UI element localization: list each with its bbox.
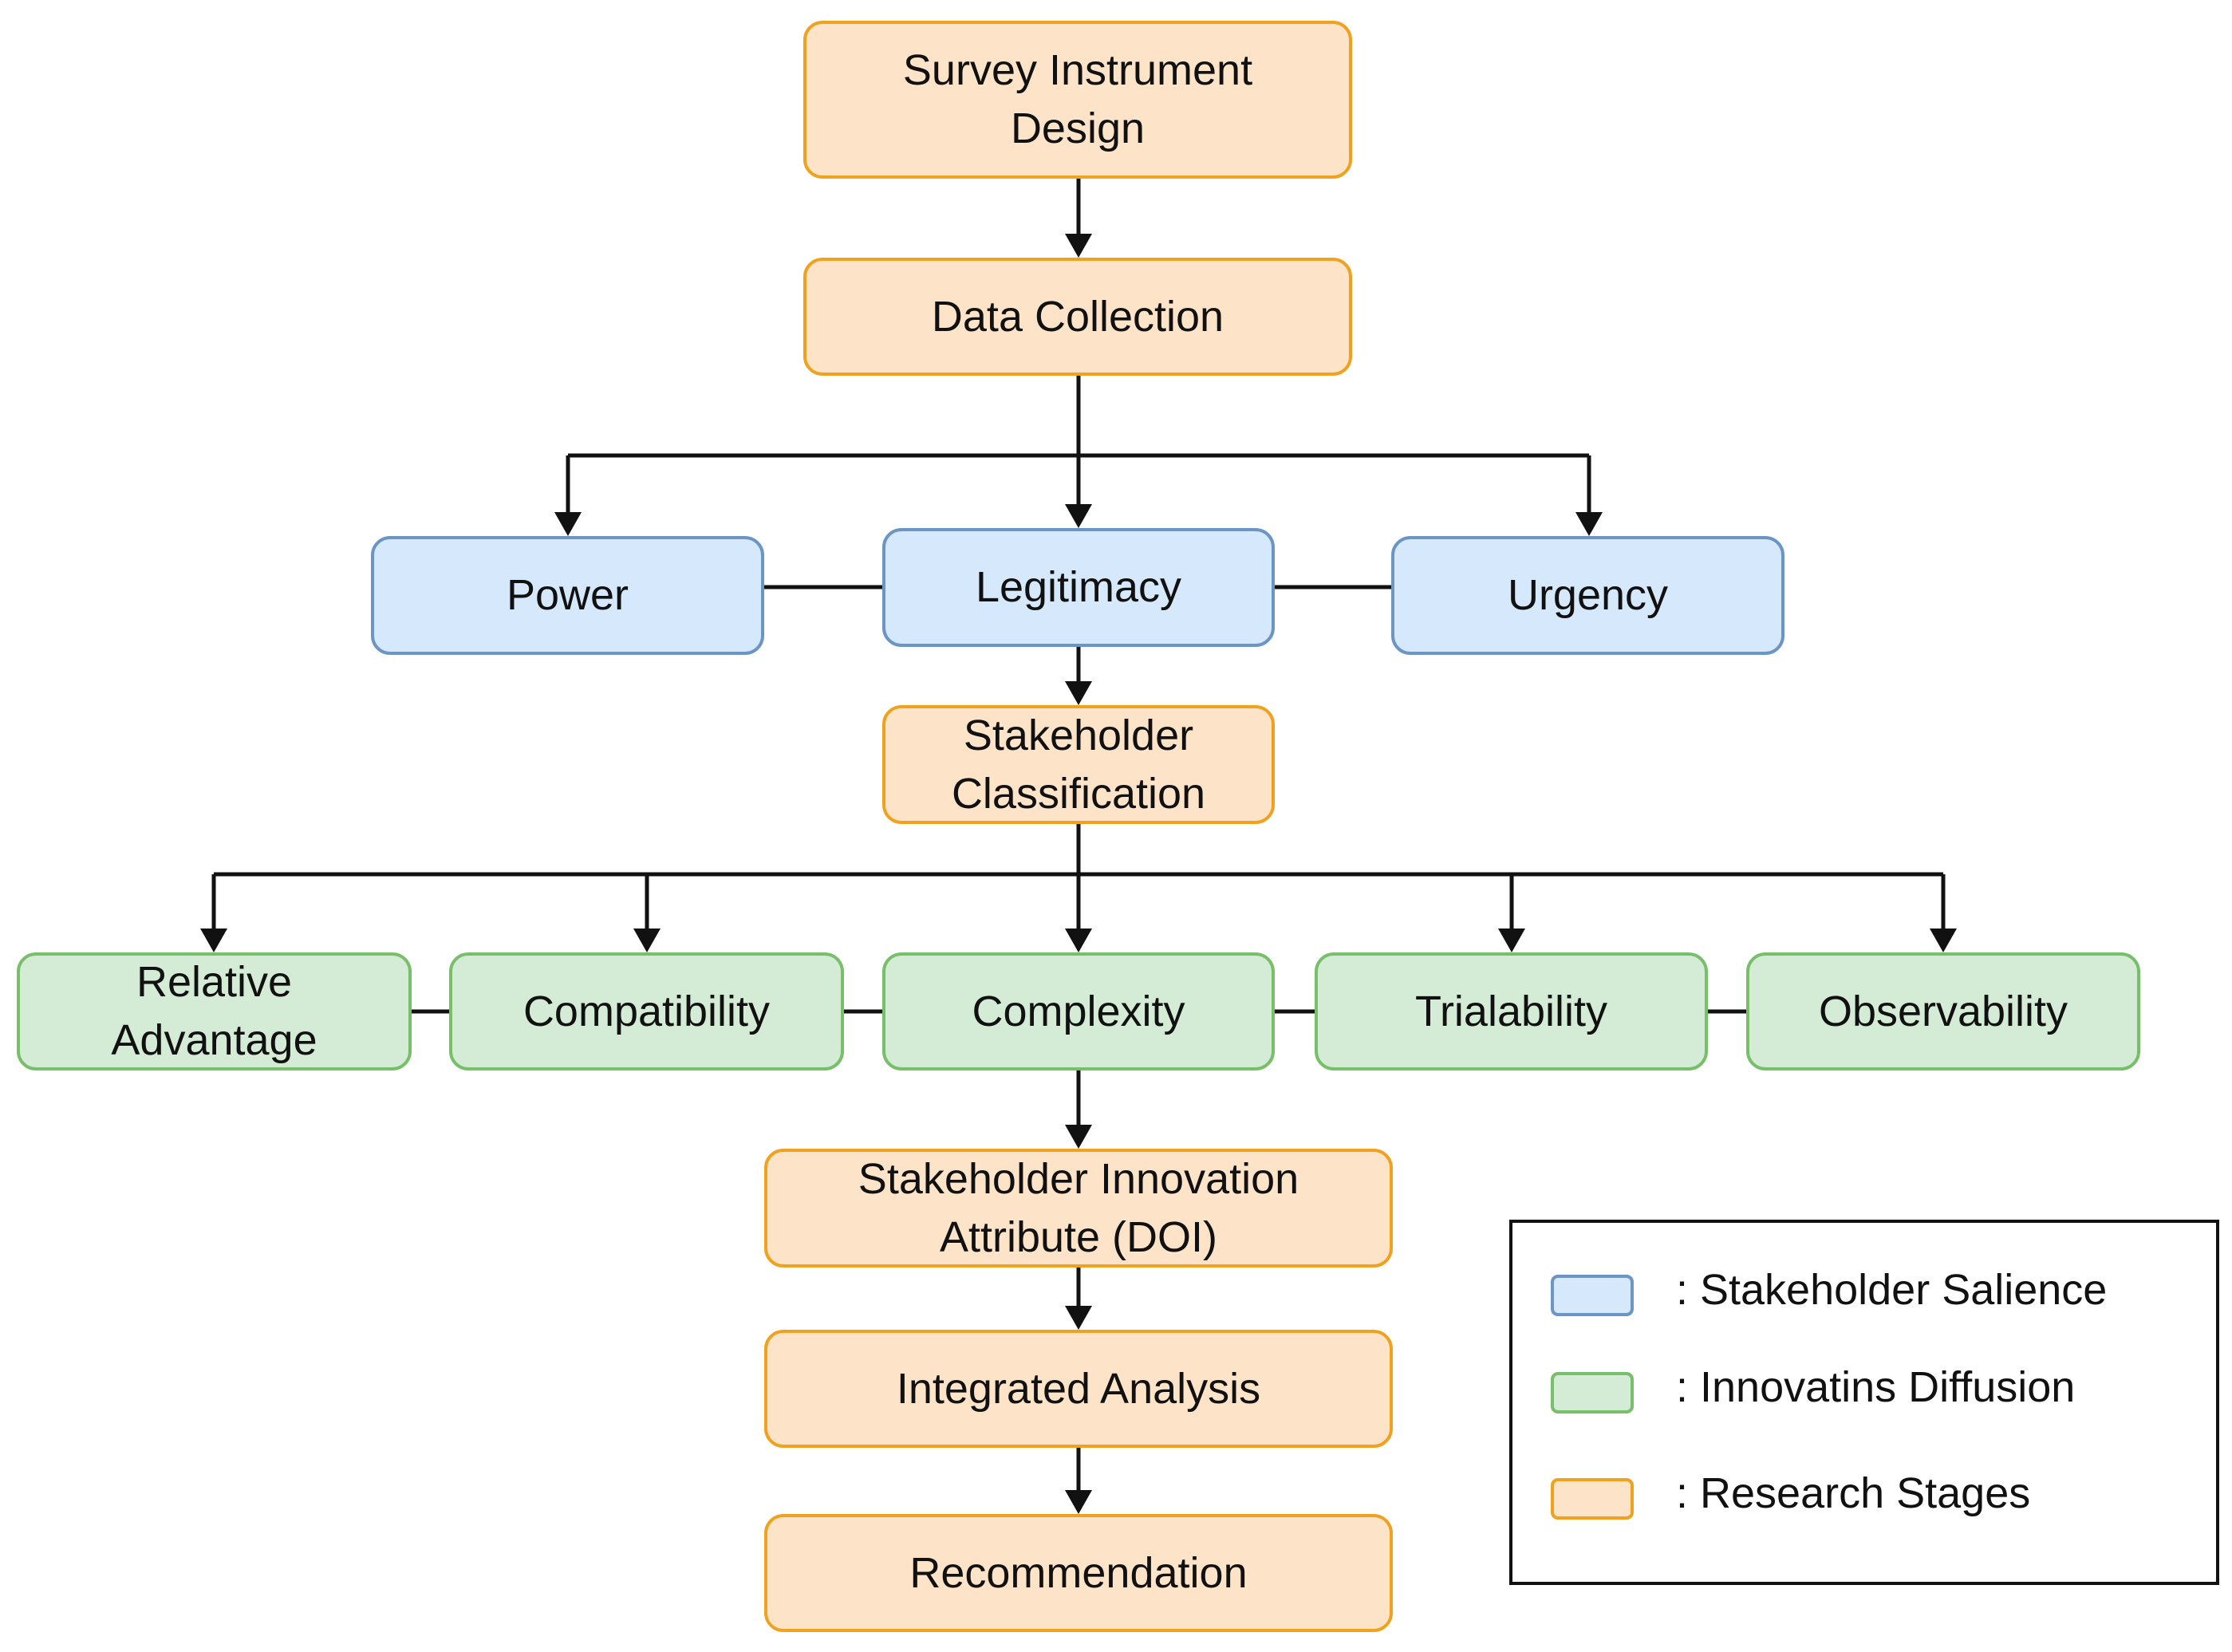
node-text-line: Complexity (972, 987, 1185, 1035)
complexity-node: Complexity (882, 952, 1275, 1070)
legend-swatch-diffusion (1551, 1372, 1634, 1413)
legend-swatch-salience (1551, 1275, 1634, 1316)
legend-swatch-stage (1551, 1478, 1634, 1520)
node-text-line: Design (1010, 104, 1146, 152)
legitimacy-node: Legitimacy (882, 528, 1275, 647)
edge-bus-to-power-arrowhead (554, 512, 582, 536)
arrowhead-group (200, 234, 1957, 1514)
data-collection-node: Data Collection (803, 258, 1352, 376)
edge-bus-to-complexity-arrowhead (1065, 929, 1092, 952)
node-text-line: Recommendation (909, 1548, 1248, 1597)
urgency-node: Urgency (1391, 536, 1784, 655)
integrated-analysis-node: Integrated Analysis (764, 1330, 1393, 1448)
edge-legitimacy-to-classification-arrowhead (1065, 681, 1092, 705)
legend-label-diffusion: : Innovatins Diffusion (1676, 1363, 2076, 1411)
edge-survey-to-data-collection-arrowhead (1065, 234, 1092, 258)
node-text-line: Legitimacy (975, 563, 1182, 612)
node-text-line: Data Collection (931, 292, 1224, 341)
node-text-line: Observability (1818, 987, 2068, 1035)
edge-bus-to-legitimacy-arrowhead (1065, 504, 1092, 528)
edge-integrated-analysis-to-recommendation-arrowhead (1065, 1490, 1092, 1514)
edge-innovation-attribute-to-integrated-analysis-arrowhead (1065, 1306, 1092, 1330)
node-text-line: Stakeholder (963, 711, 1194, 759)
legend: : Stakeholder Salience : Innovatins Diff… (1509, 1220, 2219, 1585)
edge-bus-to-relative-advantage-arrowhead (200, 929, 227, 952)
node-text-line: Survey Instrument (902, 46, 1253, 95)
trialability-node: Trialability (1315, 952, 1708, 1070)
legend-label-salience: : Stakeholder Salience (1676, 1266, 2108, 1314)
edge-bus-to-compatibility-arrowhead (633, 929, 661, 952)
edge-bus-to-urgency-arrowhead (1575, 512, 1603, 536)
compatibility-node: Compatibility (449, 952, 844, 1070)
node-text-line: Advantage (111, 1016, 317, 1064)
node-text-line: Attribute (DOI) (939, 1212, 1218, 1261)
observability-node: Observability (1746, 952, 2140, 1070)
edge-group (211, 179, 1946, 1493)
node-text-line: Classification (951, 769, 1206, 818)
node-text-line: Relative (136, 958, 293, 1007)
node-text-line: Urgency (1507, 571, 1669, 620)
node-text-line: Trialability (1414, 987, 1608, 1035)
node-text-line: Integrated Analysis (896, 1364, 1261, 1413)
edge-complexity-to-innovation-attribute-arrowhead (1065, 1125, 1092, 1149)
node-text-line: Power (506, 571, 629, 620)
legend-label-stage: : Research Stages (1676, 1469, 2031, 1517)
node-text-line: Compatibility (523, 987, 771, 1035)
power-node: Power (371, 536, 764, 655)
edge-bus-to-observability-arrowhead (1930, 929, 1957, 952)
recommendation-node: Recommendation (764, 1514, 1393, 1632)
edge-bus-to-trialability-arrowhead (1498, 929, 1525, 952)
node-text-line: Stakeholder Innovation (858, 1154, 1299, 1203)
